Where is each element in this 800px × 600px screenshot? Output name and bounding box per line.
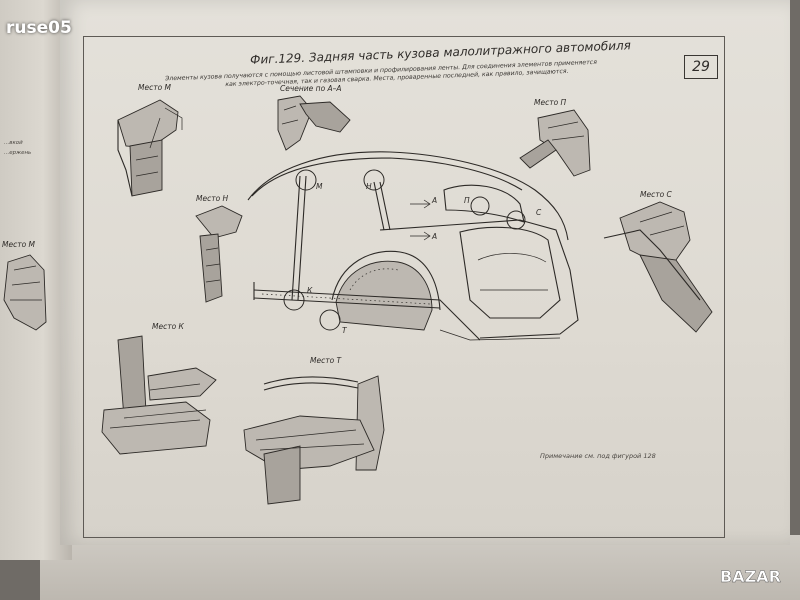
marker-m: М [316, 182, 323, 191]
marker-n: Н [366, 182, 372, 191]
detail-mesto-p [519, 109, 591, 177]
label-section-aa: Сечение по А–А [280, 84, 342, 93]
marker-a-bottom: А [432, 232, 438, 241]
watermark: ruse05 [6, 18, 72, 38]
detail-mesto-k [101, 335, 217, 455]
footnote: Примечание см. под фигурой 128 [540, 452, 656, 460]
label-mesto-n: Место Н [196, 194, 229, 203]
detail-mesto-m [117, 99, 183, 197]
marker-k: К [307, 286, 313, 295]
detail-mesto-s [603, 201, 713, 333]
detail-mesto-n [195, 205, 243, 303]
left-page-detail [3, 254, 47, 331]
page-frame [83, 36, 725, 538]
rear-body-drawing [247, 151, 579, 341]
label-mesto-m: Место М [138, 83, 172, 92]
label-mesto-k: Место К [152, 322, 184, 331]
underlying-page [40, 535, 800, 600]
marker-t: Т [342, 326, 347, 335]
marker-a-top: А [432, 196, 438, 205]
left-page-text-2: ...ержень [4, 150, 32, 156]
left-page-text-1: ...вкой [4, 140, 23, 146]
detail-section-aa [277, 95, 351, 151]
label-mesto-m-left: Место М [2, 240, 36, 249]
detail-mesto-t [243, 375, 385, 505]
label-mesto-p: Место П [534, 98, 567, 107]
marker-p: П [464, 196, 470, 205]
page-number: 29 [684, 55, 718, 79]
bazar-logo: BAZAR [720, 567, 781, 586]
label-mesto-s: Место С [640, 190, 672, 199]
bazar-logo-text: BAZAR [720, 567, 781, 586]
label-mesto-t: Место Т [310, 356, 342, 365]
marker-s: С [536, 208, 542, 217]
